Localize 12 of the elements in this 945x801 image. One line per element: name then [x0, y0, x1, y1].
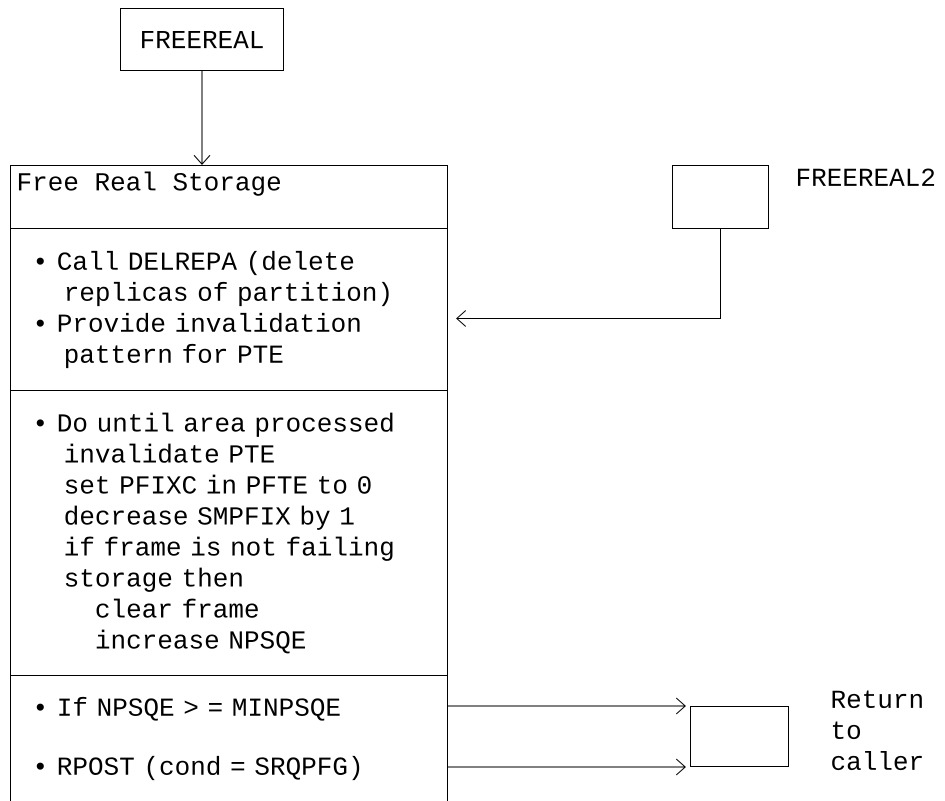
process-section: • Call DELREPA (delete replicas of partition) • Provide invalidation pattern for PTE [10, 228, 448, 391]
arrow [448, 698, 686, 714]
module-box: FREEREAL [120, 8, 284, 71]
arrow [194, 70, 210, 165]
module-box [690, 706, 789, 767]
arrow [456, 228, 721, 327]
process-section: • Do until area processed invalidate PTE set PFIXC in PFTE to 0 decrease SMPFIX by 1 if frame is not failing storage then clear frame increase NPSQE [10, 390, 448, 676]
node-caption: FREEREAL2 [798, 168, 934, 186]
process-section: • If NPSQE > = MINPSQE • RPOST (cond = SRQPFG) [10, 675, 448, 801]
arrow [448, 758, 686, 776]
node-caption: Return to caller [832, 690, 922, 770]
module-box [672, 165, 769, 229]
